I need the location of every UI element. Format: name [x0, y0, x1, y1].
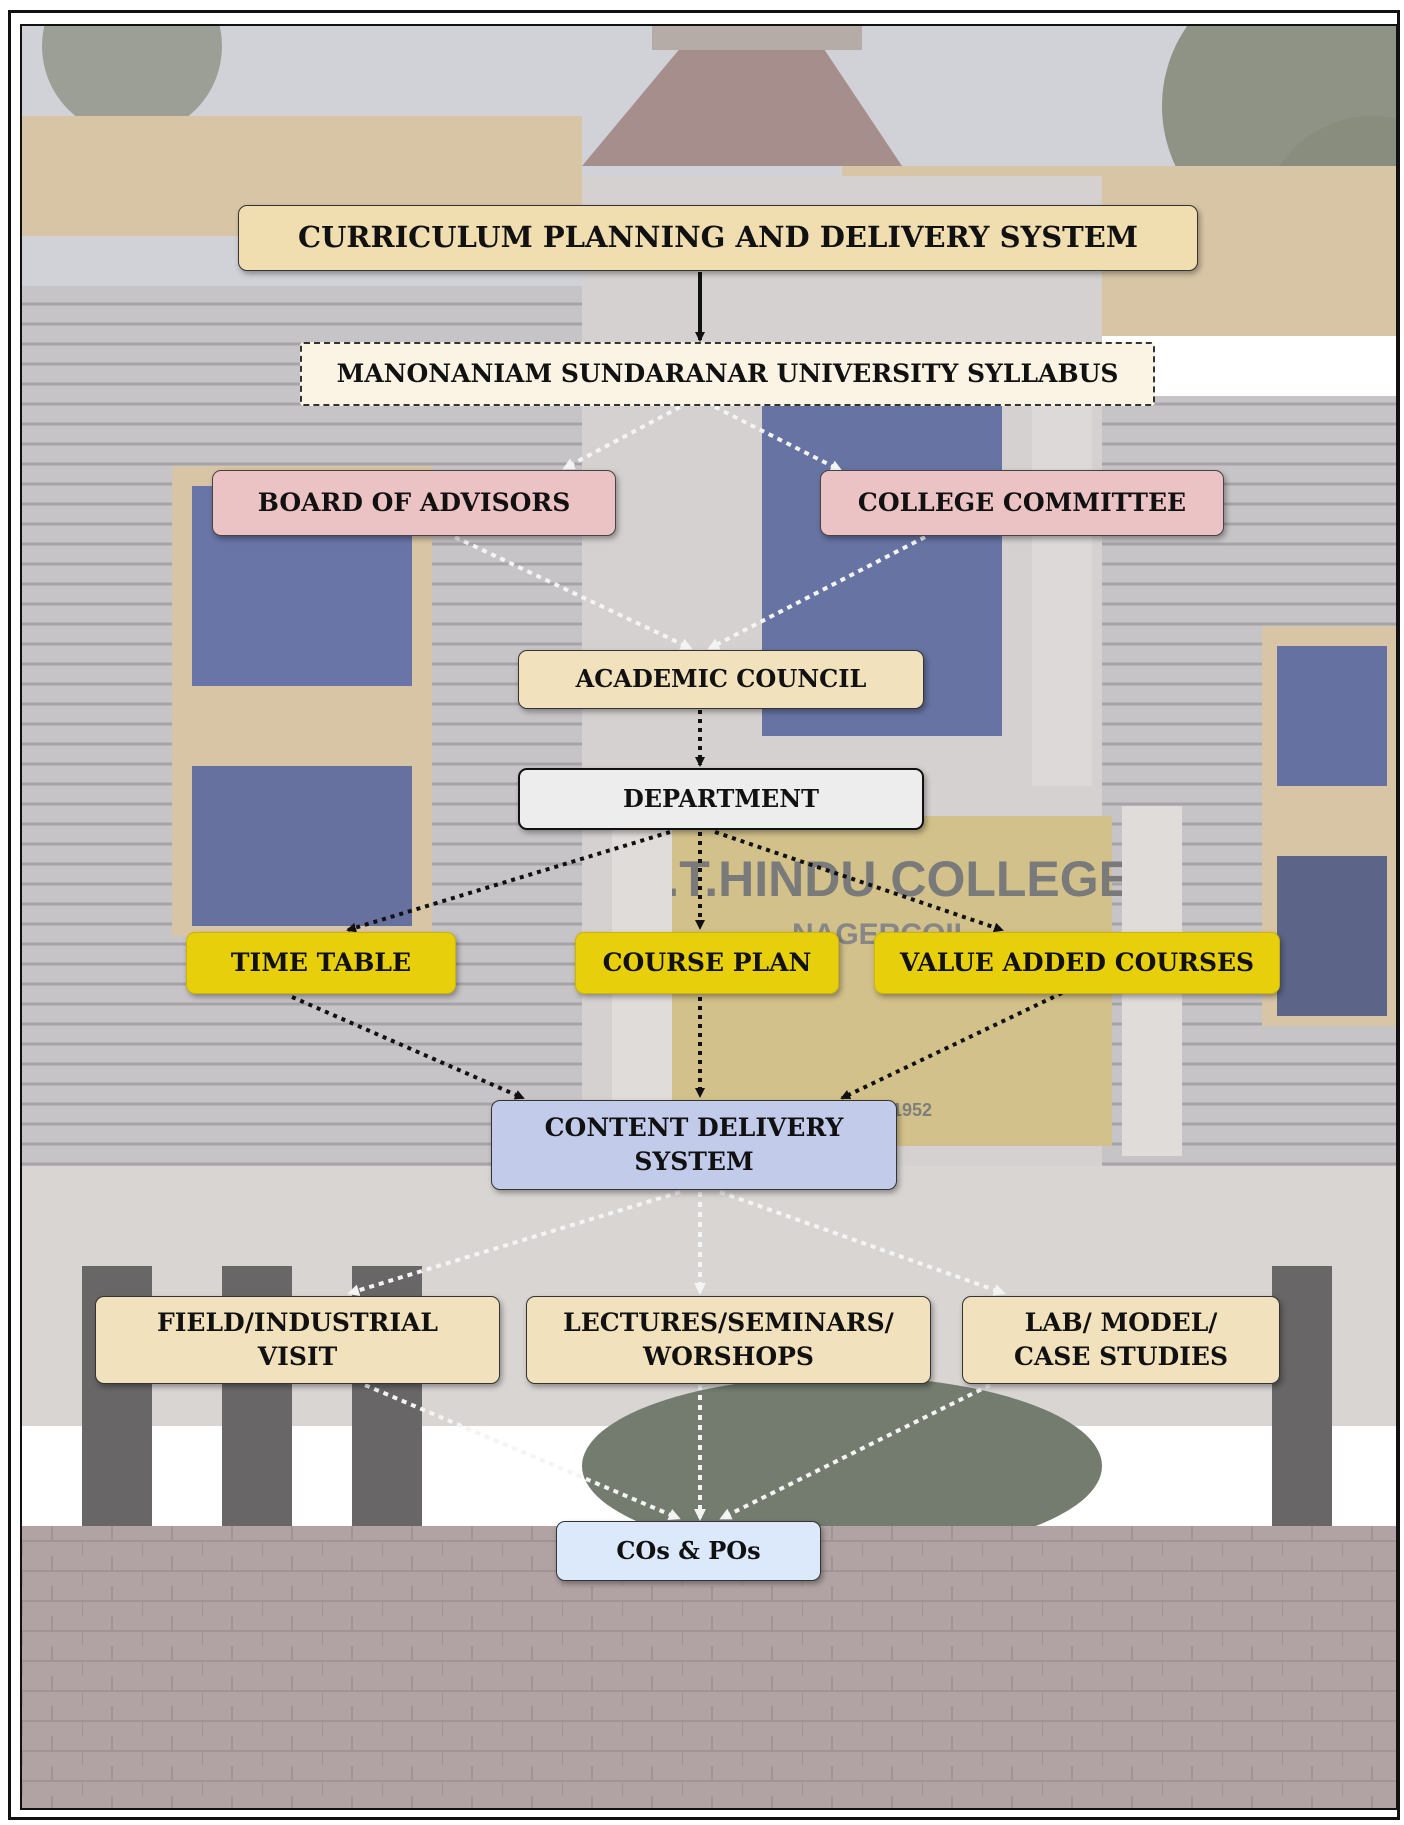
arrow-valueadded-to-content [840, 991, 1063, 1100]
arrow-content-to-field [347, 1190, 681, 1297]
content-delivery-system-node: CONTENT DELIVERY SYSTEM [491, 1100, 897, 1190]
course-plan-node: COURSE PLAN [575, 932, 839, 994]
outer-frame [8, 10, 1400, 1820]
academic-council-node: ACADEMIC COUNCIL [518, 650, 924, 709]
field-visit-line2: VISIT [257, 1342, 338, 1371]
title-text: CURRICULUM PLANNING AND DELIVERY SYSTEM [298, 220, 1138, 255]
signboard-college-name: S.T.HINDU COLLEGE [632, 851, 1132, 907]
arrow-department-to-valueadded [714, 830, 1004, 933]
cos-pos-node: COs & POs [556, 1521, 821, 1581]
arrow-university-to-committee [714, 405, 843, 472]
department-text: DEPARTMENT [622, 783, 820, 813]
arrow-lab-to-outcomes [719, 1383, 991, 1520]
lectures-seminars-node: LECTURES/SEMINARS/ WORSHOPS [526, 1296, 931, 1384]
inner-frame [20, 24, 1398, 1810]
arrow-timetable-to-content [291, 995, 525, 1100]
signboard-year: 1952 [892, 1100, 932, 1120]
value-added-courses-text: VALUE ADDED COURSES [899, 948, 1255, 978]
value-added-courses-node: VALUE ADDED COURSES [874, 932, 1280, 994]
lectures-line1: LECTURES/SEMINARS/ [563, 1308, 894, 1338]
content-delivery-line2: SYSTEM [634, 1147, 754, 1176]
college-committee-node: COLLEGE COMMITTEE [820, 470, 1224, 536]
board-of-advisors-node: BOARD OF ADVISORS [212, 470, 616, 536]
content-delivery-line1: CONTENT DELIVERY [544, 1113, 844, 1143]
arrow-committee-to-council [707, 535, 926, 650]
arrow-content-to-lab [719, 1190, 1006, 1296]
academic-council-text: ACADEMIC COUNCIL [575, 664, 867, 694]
field-visit-line1: FIELD/INDUSTRIAL [156, 1308, 439, 1338]
arrow-department-to-timetable [346, 830, 671, 933]
lectures-line2: WORSHOPS [643, 1342, 814, 1371]
title-node: CURRICULUM PLANNING AND DELIVERY SYSTEM [238, 205, 1198, 271]
college-committee-text: COLLEGE COMMITTEE [857, 488, 1187, 518]
lab-line1: LAB/ MODEL/ [1024, 1308, 1218, 1338]
arrow-board-to-council [454, 535, 693, 650]
department-node: DEPARTMENT [518, 768, 924, 830]
course-plan-text: COURSE PLAN [602, 948, 812, 978]
university-syllabus-text: MANONANIAM SUNDARANAR UNIVERSITY SYLLABU… [336, 359, 1119, 389]
cos-pos-text: COs & POs [616, 1535, 761, 1565]
board-of-advisors-text: BOARD OF ADVISORS [257, 488, 571, 518]
arrow-field-to-outcomes [364, 1383, 681, 1521]
field-industrial-visit-node: FIELD/INDUSTRIAL VISIT [95, 1296, 500, 1384]
time-table-text: TIME TABLE [230, 948, 412, 978]
lab-line2: CASE STUDIES [1013, 1342, 1229, 1371]
time-table-node: TIME TABLE [186, 932, 456, 994]
university-syllabus-node: MANONANIAM SUNDARANAR UNIVERSITY SYLLABU… [300, 342, 1155, 406]
arrow-university-to-board [562, 405, 681, 470]
lab-model-case-studies-node: LAB/ MODEL/ CASE STUDIES [962, 1296, 1280, 1384]
